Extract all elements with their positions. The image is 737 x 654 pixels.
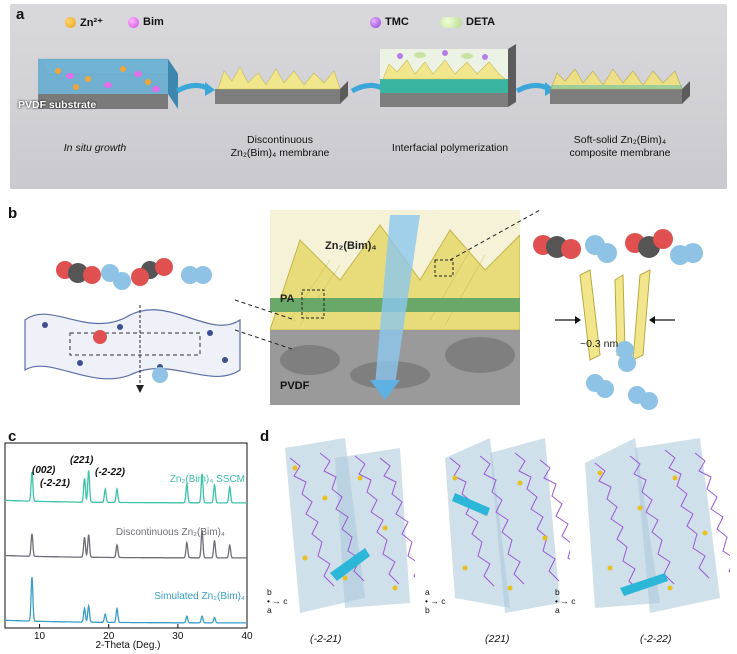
axis-indicator-2: a • → c b <box>425 587 446 615</box>
crystal-view-1 <box>285 438 415 613</box>
x-tick-label-1: 20 <box>103 631 115 642</box>
peak-label-m2m21: (-2-21) <box>40 478 71 489</box>
gas-sieving-illustration <box>533 229 703 410</box>
panel-d: d <box>255 428 737 654</box>
peak-label-221: (221) <box>70 455 94 466</box>
axis-dot-icon: • <box>555 596 558 606</box>
bim-molecule-icon <box>128 16 139 28</box>
discontinuous-membrane-illustration <box>215 66 348 104</box>
pvdf-substrate-illustration <box>37 58 178 109</box>
panel-c-letter: c <box>8 428 17 445</box>
step-in-situ-growth: In situ growth <box>63 142 127 154</box>
series-label-simulated: Simulated Zn₂(Bim)₄ <box>154 591 245 602</box>
channel-arrow-icon <box>452 493 490 516</box>
xrd-chart: 10 20 30 40 2-Theta (Deg.) (002) (-2-21) (2… <box>4 442 253 651</box>
legend-tmc: TMC <box>370 16 409 28</box>
deta-molecule-icon <box>440 16 462 28</box>
series-label-discontinuous: Discontinuous Zn₂(Bim)₄ <box>116 527 225 538</box>
axis-dot-icon: • <box>425 596 428 606</box>
axis-2-up: a <box>425 587 430 597</box>
step-soft-solid: Soft-solid Zn₂(Bim)₄ composite membrane <box>545 134 695 160</box>
label-zn-bim: Zn₂(Bim)₄ <box>325 240 377 252</box>
step4-line1: Soft-solid Zn₂(Bim)₄ <box>573 134 667 146</box>
co2-molecule-icon <box>533 235 581 259</box>
xrd-series-line-1 <box>5 530 247 559</box>
axis-indicator-3: b • → c a <box>555 587 576 615</box>
x-tick-label-0: 10 <box>34 631 46 642</box>
x-tick-label-3: 40 <box>241 631 253 642</box>
axis-indicator-1: b • → c a <box>267 587 288 615</box>
zn-ion-icon <box>65 17 76 28</box>
pa-polymer-network <box>24 258 241 393</box>
caption-view-3: (-2-22) <box>640 633 672 645</box>
legend-tmc-label: TMC <box>385 16 409 28</box>
legend-deta: DETA <box>440 16 495 28</box>
peak-label-002: (002) <box>32 465 56 476</box>
caption-view-2: (221) <box>485 633 510 645</box>
arrow-icon <box>175 82 215 96</box>
series-label-sscm: Zn₂(Bim)₄ SSCM <box>170 474 245 485</box>
soft-solid-membrane-illustration <box>550 68 690 104</box>
label-pvdf: PVDF <box>280 380 310 392</box>
axis-dot-icon: • <box>267 596 270 606</box>
axis-1-up: b <box>267 587 272 597</box>
axis-1-down: a <box>267 605 272 615</box>
label-gap: ~0.3 nm <box>580 338 619 350</box>
legend-zn: Zn²⁺ <box>65 16 103 29</box>
interfacial-polymerization-illustration <box>380 44 516 107</box>
step-discontinuous: Discontinuous Zn₂(Bim)₄ membrane <box>210 134 350 160</box>
legend-bim: Bim <box>128 16 164 28</box>
x-tick-label-2: 30 <box>172 631 184 642</box>
zoom-lines-left <box>235 299 295 351</box>
panel-a-letter: a <box>16 6 25 23</box>
legend-bim-label: Bim <box>143 16 164 28</box>
zif-crystal-layer <box>270 215 520 405</box>
channel-arrow-icon <box>620 573 668 596</box>
crystal-view-2 <box>445 438 570 613</box>
caption-view-1: (-2-21) <box>310 633 342 645</box>
tmc-molecule-icon <box>370 16 381 28</box>
legend-deta-label: DETA <box>466 16 496 28</box>
peak-label-m2m22: (-2-22) <box>95 467 126 478</box>
panel-a: a Zn²⁺ Bim TMC DETA PVDF substrate <box>10 4 727 189</box>
channel-arrow-icon <box>330 548 370 581</box>
panel-d-letter: d <box>260 428 270 445</box>
panel-b-letter: b <box>8 205 18 222</box>
axis-3-up: b <box>555 587 560 597</box>
axis-2-down: b <box>425 605 430 615</box>
co2-molecule-icon <box>56 261 101 284</box>
step2-line2: Zn₂(Bim)₄ membrane <box>230 147 330 159</box>
x-axis-label: 2-Theta (Deg.) <box>95 640 160 651</box>
axis-3-down: a <box>555 605 560 615</box>
panel-c: c 10 20 30 40 2-Theta (Deg.) (002) (-2-21) … <box>0 428 255 654</box>
axis-1-right: c <box>283 596 288 606</box>
zoom-lines-right <box>449 209 540 261</box>
panel-b: b Zn₂(Bim)₄ PA <box>8 205 727 420</box>
step4-line2: composite membrane <box>569 147 671 159</box>
label-pa: PA <box>280 293 295 305</box>
axis-2-right: c <box>441 596 446 606</box>
plot-frame <box>4 442 248 629</box>
xrd-series-line-0 <box>4 470 247 504</box>
composite-membrane-cross-section: Zn₂(Bim)₄ PA PVDF <box>270 210 520 405</box>
pvdf-substrate-label: PVDF substrate <box>18 99 97 111</box>
crystal-view-3 <box>585 438 730 613</box>
step-interfacial-polymerization: Interfacial polymerization <box>391 142 509 154</box>
step2-line1: Discontinuous <box>247 134 313 146</box>
axis-3-right: c <box>571 596 576 606</box>
legend-zn-label: Zn²⁺ <box>80 17 103 29</box>
xrd-series-line-2 <box>5 577 247 624</box>
